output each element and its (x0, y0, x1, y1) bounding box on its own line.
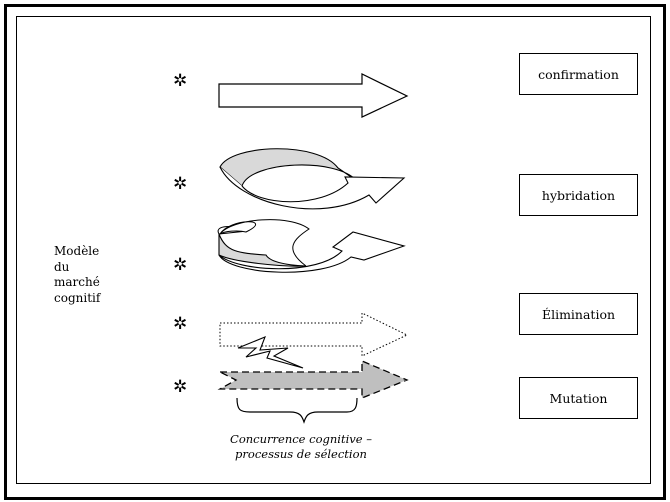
inner-frame (16, 16, 651, 484)
model-label: Modèle du marché cognitif (54, 244, 101, 305)
curly-brace-icon (236, 397, 358, 424)
gear-star-icon: ✲ (173, 71, 187, 91)
gear-star-icon: ✲ (173, 314, 187, 334)
elimination-dotted-arrow (219, 312, 409, 357)
caption-line-1: Concurrence cognitive – (230, 432, 372, 446)
hybridation-curved-arrow-bottom (217, 219, 406, 273)
gear-star-icon: ✲ (173, 255, 187, 275)
caption-line-2: processus de sélection (235, 447, 367, 461)
selection-caption: Concurrence cognitive – processus de sél… (216, 432, 386, 462)
outcome-hybridation: hybridation (519, 174, 638, 216)
outer-frame (4, 4, 666, 500)
gear-star-icon: ✲ (173, 377, 187, 397)
outcome-elimination: Élimination (519, 293, 638, 335)
outcome-confirmation: confirmation (519, 53, 638, 95)
confirmation-arrow (218, 73, 409, 118)
gear-star-icon: ✲ (173, 174, 187, 194)
lightning-icon (237, 336, 304, 369)
mutation-dashed-arrow (217, 360, 409, 399)
outcome-mutation: Mutation (519, 377, 638, 419)
hybridation-curved-arrow-top (219, 148, 406, 210)
